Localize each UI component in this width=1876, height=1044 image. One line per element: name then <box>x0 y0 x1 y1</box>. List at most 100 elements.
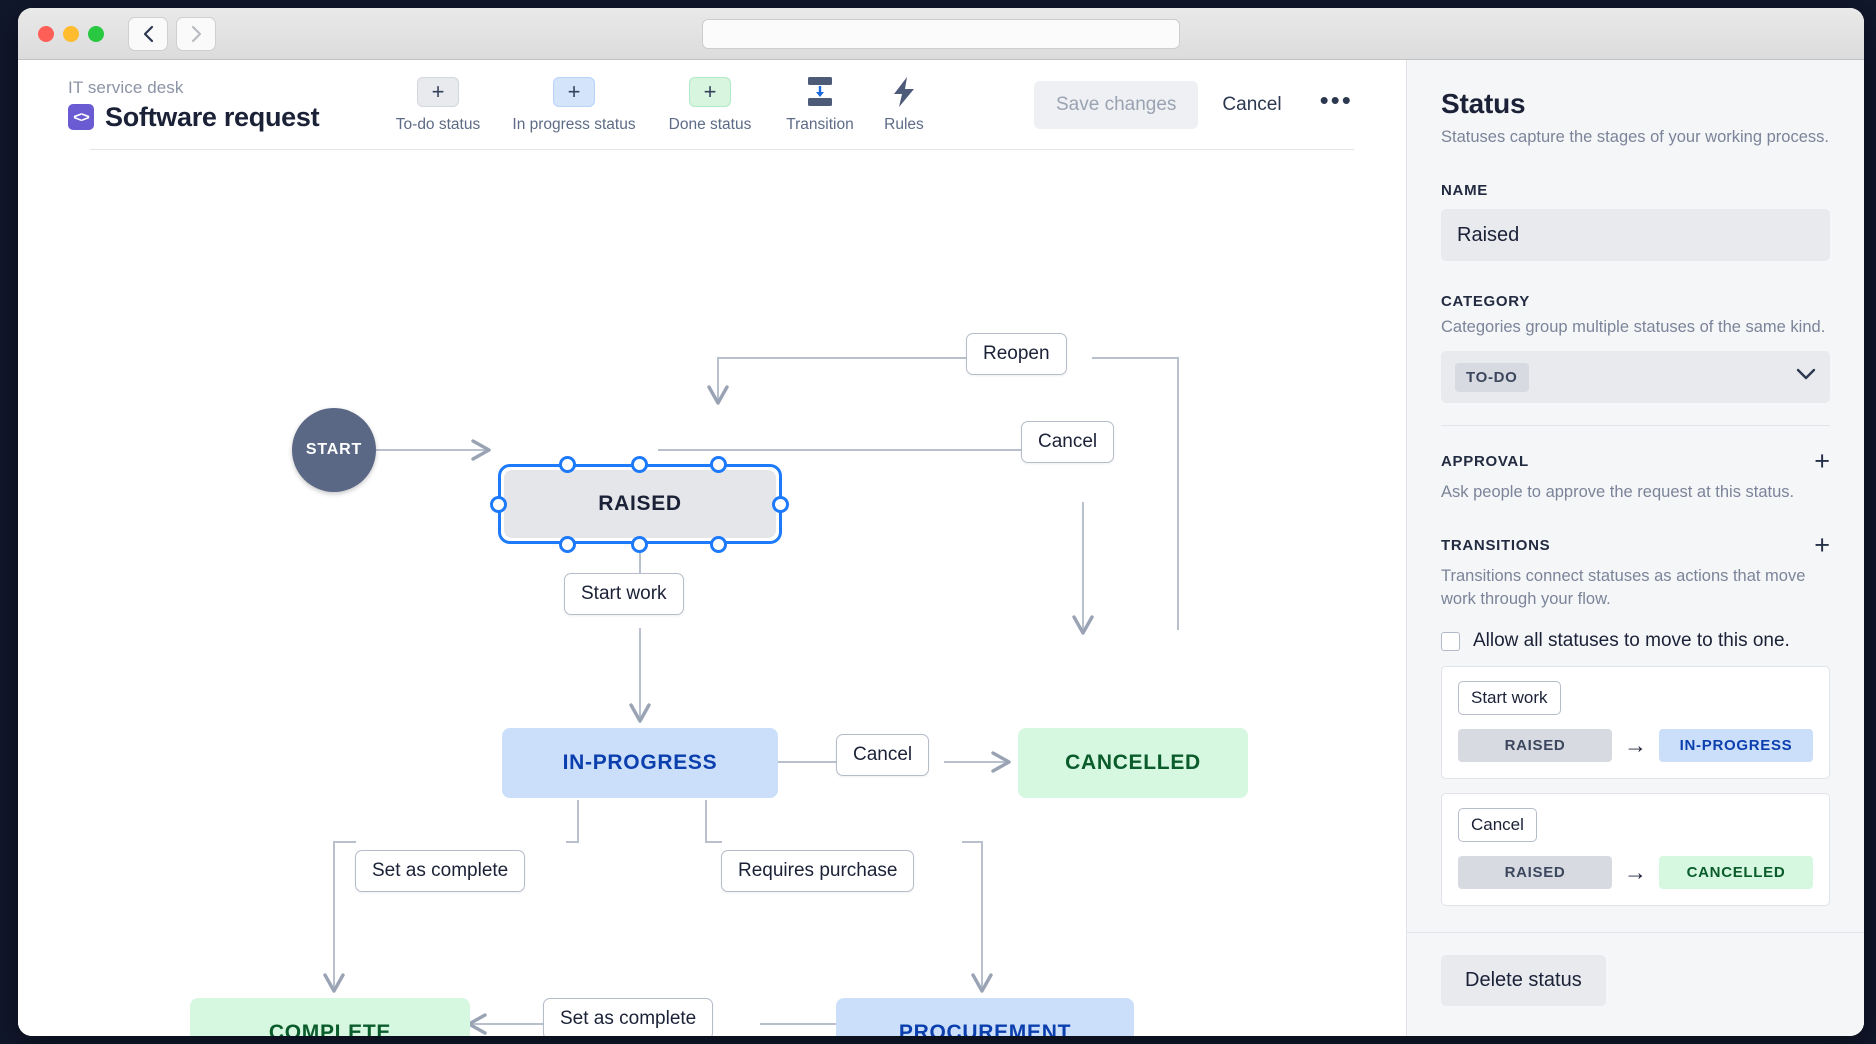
workflow-canvas[interactable]: START RAISED IN-PROGRESS CANCELLED <box>18 150 1406 1036</box>
approval-section: APPROVAL + Ask people to approve the req… <box>1441 448 1830 504</box>
more-options-button[interactable]: ••• <box>1306 87 1367 123</box>
category-select[interactable]: TO-DO <box>1441 351 1830 404</box>
close-window-button[interactable] <box>38 25 54 42</box>
chevron-left-icon <box>142 25 155 43</box>
name-field-group: NAME <box>1441 182 1830 262</box>
status-name-input[interactable] <box>1441 209 1830 262</box>
resize-handle-left[interactable] <box>490 496 507 513</box>
transition-label-set-as-complete-bottom[interactable]: Set as complete <box>543 998 714 1036</box>
browser-window: IT service desk <> Software request + To… <box>18 8 1864 1036</box>
transition-label-start-work[interactable]: Start work <box>564 573 684 615</box>
toolbar-divider <box>90 149 1354 150</box>
transition-card[interactable]: Start work RAISED → IN-PROGRESS <box>1441 666 1830 780</box>
transition-card[interactable]: Cancel RAISED → CANCELLED <box>1441 793 1830 907</box>
transition-to-status: CANCELLED <box>1659 856 1813 890</box>
save-changes-button[interactable]: Save changes <box>1034 81 1199 129</box>
transition-from-status: RAISED <box>1458 856 1612 890</box>
traffic-lights <box>38 25 104 42</box>
panel-footer: Delete status <box>1407 932 1864 1036</box>
add-done-status-tool[interactable]: + Done status <box>642 76 778 134</box>
transition-label-requires-purchase[interactable]: Requires purchase <box>721 850 915 892</box>
resize-handle-bottom-right[interactable] <box>710 536 727 553</box>
category-field-group: CATEGORY Categories group multiple statu… <box>1441 293 1830 404</box>
resize-handle-top-right[interactable] <box>710 456 727 473</box>
approval-label: APPROVAL <box>1441 453 1529 471</box>
app-body: IT service desk <> Software request + To… <box>18 60 1864 1036</box>
transitions-section: TRANSITIONS + Transitions connect status… <box>1441 529 1830 907</box>
chevron-down-icon[interactable] <box>1796 368 1816 386</box>
allow-all-statuses-row[interactable]: Allow all statuses to move to this one. <box>1441 630 1830 652</box>
plus-icon[interactable]: + <box>553 76 595 107</box>
zoom-window-button[interactable] <box>88 25 104 42</box>
transition-icon[interactable] <box>803 76 837 107</box>
resize-handle-top-left[interactable] <box>559 456 576 473</box>
start-node[interactable]: START <box>292 408 376 492</box>
status-node-procurement[interactable]: PROCUREMENT <box>836 998 1134 1036</box>
add-in-progress-status-tool[interactable]: + In progress status <box>506 76 642 134</box>
lightning-bolt-icon[interactable] <box>890 76 918 107</box>
minimize-window-button[interactable] <box>63 25 79 42</box>
status-node-in-progress[interactable]: IN-PROGRESS <box>502 728 778 798</box>
resize-handle-top-center[interactable] <box>631 456 648 473</box>
tool-label: In progress status <box>512 115 636 133</box>
back-button[interactable] <box>128 16 168 51</box>
status-node-cancelled[interactable]: CANCELLED <box>1018 728 1248 798</box>
transition-label-reopen[interactable]: Reopen <box>966 333 1067 375</box>
plus-icon[interactable]: + <box>689 76 731 107</box>
title-row: <> Software request <box>68 102 348 133</box>
transition-name[interactable]: Start work <box>1458 681 1561 716</box>
breadcrumb[interactable]: IT service desk <box>68 77 184 97</box>
rules-tool[interactable]: Rules <box>862 76 946 134</box>
status-details-panel: Status Statuses capture the stages of yo… <box>1406 60 1864 1036</box>
chevron-right-icon <box>190 25 203 43</box>
transitions-description: Transitions connect statuses as actions … <box>1441 566 1806 608</box>
tool-label: Done status <box>668 115 752 133</box>
resize-handle-bottom-center[interactable] <box>631 536 648 553</box>
approval-description: Ask people to approve the request at thi… <box>1441 483 1795 502</box>
transition-label-cancel-from-in-progress[interactable]: Cancel <box>836 734 930 776</box>
approval-header: APPROVAL + <box>1441 448 1830 475</box>
transitions-header: TRANSITIONS + <box>1441 529 1830 560</box>
plus-icon[interactable]: + <box>417 76 459 107</box>
arrow-right-icon: → <box>1624 859 1647 886</box>
project-icon: <> <box>68 104 94 130</box>
panel-divider <box>1441 425 1830 427</box>
status-node-complete[interactable]: COMPLETE <box>190 998 470 1036</box>
category-label: CATEGORY <box>1441 293 1530 311</box>
transition-flow: RAISED → CANCELLED <box>1458 856 1813 890</box>
transition-label-cancel-from-raised[interactable]: Cancel <box>1021 421 1115 463</box>
forward-button[interactable] <box>176 16 216 51</box>
tool-label: To-do status <box>395 115 481 133</box>
transition-flow: RAISED → IN-PROGRESS <box>1458 729 1813 763</box>
status-node-raised[interactable]: RAISED <box>504 470 776 538</box>
plus-icon[interactable]: + <box>1814 446 1830 477</box>
navigation-buttons <box>128 16 216 51</box>
transition-to-status: IN-PROGRESS <box>1659 729 1813 763</box>
add-todo-status-tool[interactable]: + To-do status <box>370 76 506 134</box>
header-titles: IT service desk <> Software request <box>68 78 348 133</box>
panel-subtitle: Statuses capture the stages of your work… <box>1441 128 1829 146</box>
cancel-button[interactable]: Cancel <box>1208 81 1295 129</box>
category-description: Categories group multiple statuses of th… <box>1441 318 1826 337</box>
resize-handle-bottom-left[interactable] <box>559 536 576 553</box>
toolbar-actions: Save changes Cancel ••• <box>1034 81 1367 129</box>
add-transition-tool[interactable]: Transition <box>778 76 862 134</box>
workflow-main-area: IT service desk <> Software request + To… <box>18 60 1406 1036</box>
address-bar[interactable] <box>702 18 1180 49</box>
page-title: Software request <box>105 101 320 132</box>
status-tools: + To-do status + In progress status + Do… <box>370 76 946 134</box>
name-label: NAME <box>1441 182 1488 200</box>
allow-all-statuses-checkbox[interactable] <box>1441 631 1460 651</box>
delete-status-button[interactable]: Delete status <box>1441 955 1606 1006</box>
resize-handle-right[interactable] <box>772 496 789 513</box>
transition-from-status: RAISED <box>1458 729 1612 763</box>
category-value-badge: TO-DO <box>1455 362 1529 392</box>
transition-name[interactable]: Cancel <box>1458 808 1537 843</box>
transition-label-set-as-complete-left[interactable]: Set as complete <box>355 850 526 892</box>
tool-label: Rules <box>884 115 924 133</box>
tool-label: Transition <box>786 115 854 133</box>
plus-icon[interactable]: + <box>1814 529 1830 560</box>
window-titlebar <box>18 8 1864 60</box>
workflow-toolbar: IT service desk <> Software request + To… <box>18 60 1406 150</box>
